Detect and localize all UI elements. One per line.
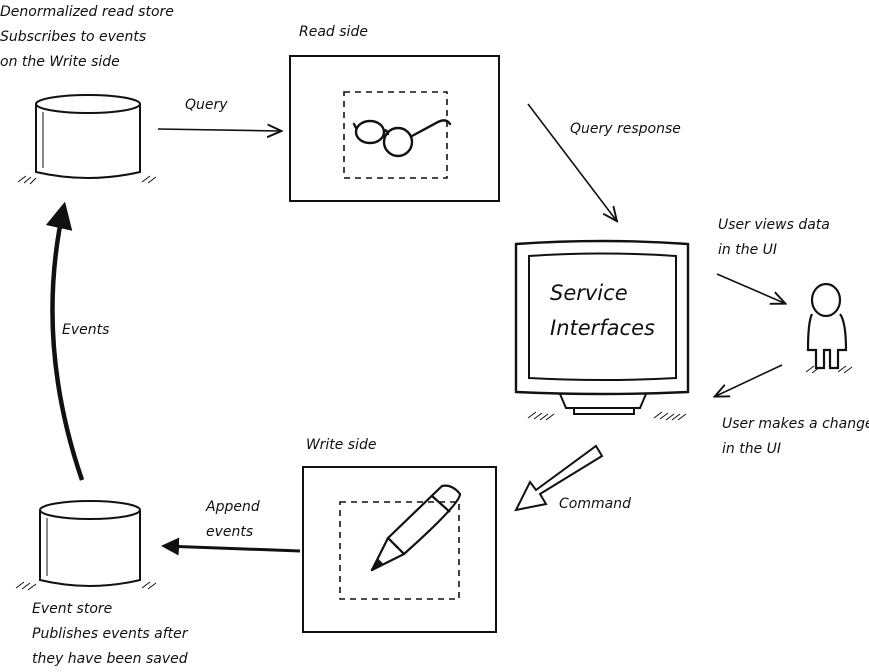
glasses-icon (352, 119, 452, 158)
user-views-arrow (716, 273, 784, 303)
read-side-title: Read side (299, 24, 368, 40)
user-change-arrow (716, 364, 783, 396)
query-response-arrow (527, 103, 616, 220)
command-arrow (514, 444, 604, 512)
query-arrow (157, 129, 280, 131)
event-store-label: Event store Publishes events after they … (32, 601, 188, 667)
append-events-arrow (161, 537, 301, 556)
events-label: Events (62, 322, 110, 338)
user-changes-label: User makes a change in the UI (722, 416, 869, 457)
user-views-label: User views data in the UI (718, 217, 830, 258)
events-arrow (45, 201, 85, 481)
person-icon (805, 282, 853, 374)
read-store-cylinder-icon (17, 94, 157, 185)
read-side-box (289, 55, 500, 202)
append-events-label: Append events (206, 499, 260, 540)
service-interfaces-text: Service Interfaces (550, 281, 655, 340)
pencil-icon (370, 484, 462, 572)
write-side-title: Write side (306, 437, 377, 453)
query-response-label: Query response (570, 121, 681, 137)
read-store-label: Denormalized read store Subscribes to ev… (0, 4, 174, 70)
write-side-box (302, 466, 497, 633)
monitor-icon (514, 239, 690, 421)
event-store-cylinder-icon (15, 500, 157, 591)
query-label: Query (185, 97, 228, 113)
command-label: Command (559, 496, 631, 512)
